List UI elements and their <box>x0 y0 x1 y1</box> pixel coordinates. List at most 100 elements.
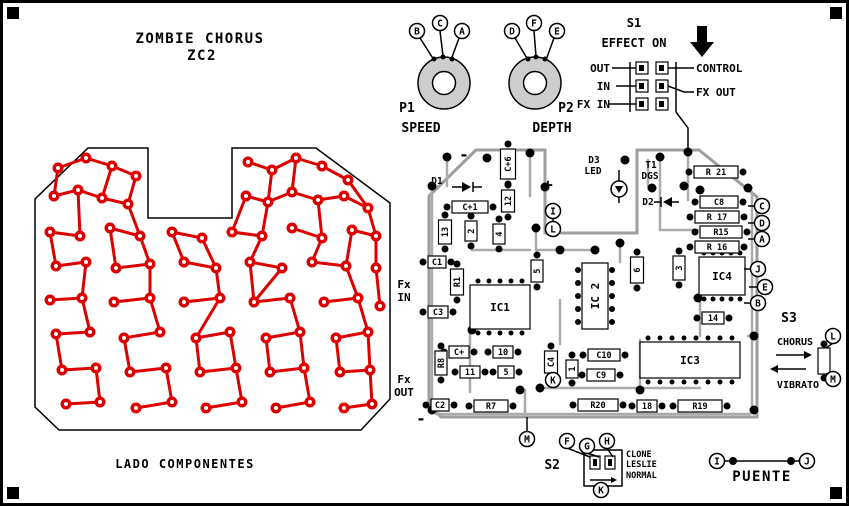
component-label: 6 <box>633 267 643 272</box>
component-label: R15 <box>713 228 728 238</box>
component-c10: C10 <box>579 348 629 362</box>
pad-hole <box>234 366 238 370</box>
component-body <box>565 359 579 379</box>
pad-dot <box>609 306 615 312</box>
component-label: 3 <box>675 265 685 270</box>
puente-jumper: PUENTE <box>732 469 790 485</box>
lead-pad <box>739 198 747 206</box>
pin-pad-l: L <box>544 220 562 238</box>
lead-pad <box>616 371 624 379</box>
pad-dot <box>620 155 630 165</box>
pot-p1-function: SPEED <box>401 121 440 136</box>
pad-hole <box>274 406 278 410</box>
pad-hole <box>288 296 292 300</box>
pad-circle <box>544 202 562 220</box>
pad-hole <box>368 368 372 372</box>
component-body <box>698 256 746 296</box>
lead-pad <box>533 251 541 259</box>
pin-pad-e: E <box>548 22 566 40</box>
lead-pad <box>568 379 576 387</box>
component-body <box>499 148 517 180</box>
pad-dot <box>531 223 541 233</box>
pad-dot <box>533 54 539 60</box>
lead-pad <box>447 258 455 266</box>
pad-dot <box>657 335 663 341</box>
pad-letter: J <box>755 265 761 276</box>
pad-dot <box>575 293 581 299</box>
pin-pad-c: C <box>753 197 771 215</box>
fx-out-label-1: Fx <box>397 373 411 386</box>
component-body <box>437 219 453 245</box>
component-label: C3 <box>433 308 443 318</box>
lead-pad <box>675 247 683 255</box>
pad-hole <box>244 194 248 198</box>
pad-dot <box>486 278 492 284</box>
component-label: R 21 <box>706 168 726 178</box>
page-title-line1: ZOMBIE CHORUS <box>135 31 264 47</box>
lead-pad <box>509 402 517 410</box>
pot-p2-function: DEPTH <box>532 121 571 136</box>
component-c8: C8 <box>691 195 747 209</box>
right-arrow-icon <box>804 351 812 359</box>
lead-pad <box>533 283 541 291</box>
pad-circle <box>548 22 566 40</box>
pad-hole <box>230 230 234 234</box>
pad-dot <box>590 245 600 255</box>
component-3: 3 <box>672 247 686 289</box>
lead-pad <box>723 402 731 410</box>
copper-trace <box>234 366 244 404</box>
copper-trace <box>108 226 118 270</box>
pad-dot <box>555 245 565 255</box>
copper-trace <box>228 330 238 370</box>
component-11: 11 <box>451 365 489 379</box>
pad-letter: C <box>759 202 765 213</box>
lead-pad <box>691 228 699 236</box>
pad-letter: E <box>554 27 560 38</box>
copper-trace <box>274 400 312 410</box>
pin-pad-d: D <box>503 22 521 40</box>
component-r1: R1 <box>449 260 465 304</box>
pin-pad-b: B <box>749 294 767 312</box>
page-title-line2: ZC2 <box>187 48 217 64</box>
pad-hole <box>54 332 58 336</box>
corner-mark <box>7 487 19 499</box>
pad-hole <box>270 168 274 172</box>
pad-dot <box>575 319 581 325</box>
copper-trace <box>268 366 306 374</box>
pad-letter: L <box>550 225 556 236</box>
pad-hole <box>76 188 80 192</box>
d2-label: D2 <box>642 197 653 208</box>
copper-trace <box>194 336 202 374</box>
s1-pin-fxout: FX OUT <box>696 86 736 99</box>
pad-hole <box>346 178 350 182</box>
pad-letter: C <box>437 19 443 30</box>
component-body <box>500 189 516 213</box>
s1-stub <box>667 85 694 93</box>
copper-trace <box>198 366 238 374</box>
copper-side-board <box>34 147 391 431</box>
pad-letter: F <box>531 19 537 30</box>
footer-label: LADO COMPONENTES <box>115 457 255 471</box>
pad-dot <box>575 306 581 312</box>
pad-letter: G <box>584 442 590 453</box>
lead-pad <box>633 284 641 292</box>
pin-pad-j: J <box>749 260 767 278</box>
s2-option-clone: CLONE <box>626 450 652 460</box>
lead-pad <box>467 212 475 220</box>
pot-p2-name: P2 <box>558 101 574 116</box>
component-ic3: IC3 <box>639 341 741 379</box>
component-14: 14 <box>693 311 733 325</box>
pad-hole <box>290 190 294 194</box>
pad-dot <box>683 147 693 157</box>
pad-dot <box>669 379 675 385</box>
wire <box>439 30 444 57</box>
pad-hole <box>56 166 60 170</box>
pad-circle <box>824 370 842 388</box>
pad-hole <box>228 330 232 334</box>
s2-contact-mark <box>608 459 612 466</box>
copper-trace <box>322 296 360 304</box>
s1-pin-out: OUT <box>590 62 610 75</box>
right-arrow-icon <box>611 477 617 483</box>
pad-dot <box>717 379 723 385</box>
